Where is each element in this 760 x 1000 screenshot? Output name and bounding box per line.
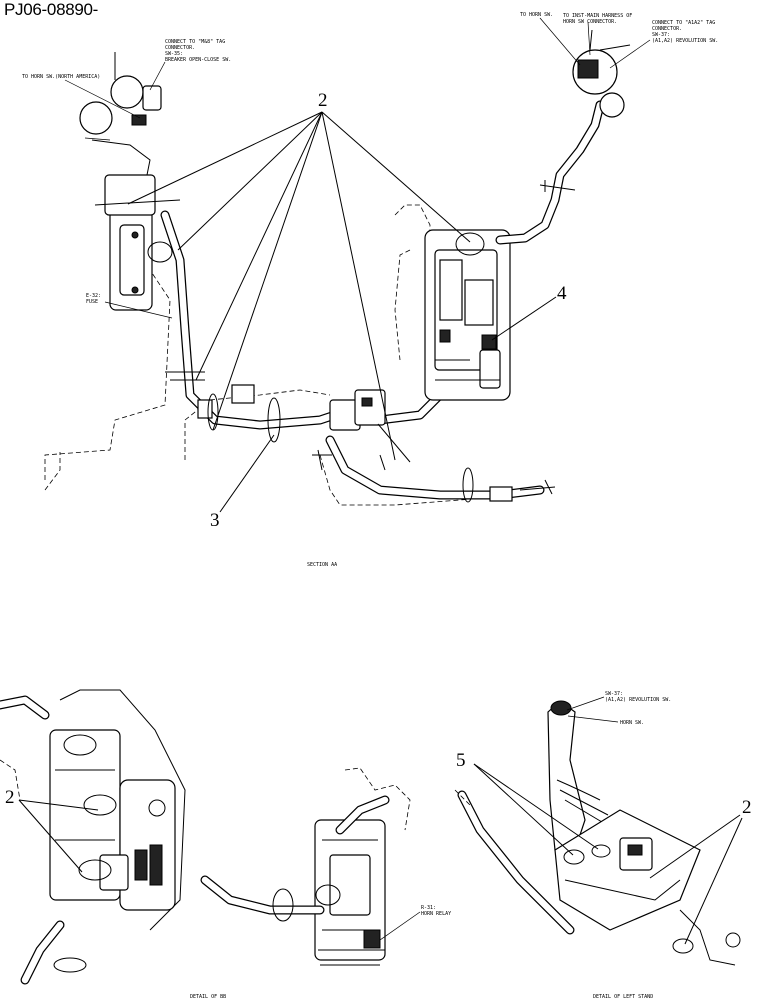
callout-2-main: 2 [318, 90, 328, 111]
callout-2-left-stand: 2 [742, 797, 752, 818]
note-left-horn-sw: HORN SW. [620, 720, 644, 726]
note-a1a2-line-1: CONNECT TO "A1A2" TAG [652, 20, 715, 26]
callout-5: 5 [456, 750, 466, 771]
left-switch-assembly [79, 52, 162, 186]
caption-detail-bb: DETAIL OF BB [190, 994, 226, 1000]
note-m8-line-3: SW-35: [165, 51, 183, 57]
note-fuse-line-1: E-32: [86, 293, 101, 299]
document-id: PJ06-08890- [4, 0, 99, 19]
right-switch-head [572, 29, 631, 118]
callout-3: 3 [210, 510, 220, 531]
detail-bb: 2 DETAIL OF BB [0, 689, 226, 1000]
note-m8-line-2: CONNECTOR. [165, 45, 195, 51]
detail-relay: R-31: HORN RELAY [200, 767, 451, 966]
note-sw37-line-2: (A1,A2) REVOLUTION SW. [605, 697, 671, 703]
note-horn-sw-north-america: TO HORN SW.(NORTH AMERICA) [22, 74, 100, 80]
note-fuse-line-2: FUSE [86, 299, 98, 305]
fuse-box [94, 174, 181, 311]
note-a1a2-line-4: (A1,A2) REVOLUTION SW. [652, 38, 718, 44]
detail-left-stand: SW-37: (A1,A2) REVOLUTION SW. HORN SW. 5… [454, 691, 752, 1000]
note-relay-line-2: HORN RELAY [421, 911, 451, 917]
callout-4: 4 [557, 283, 567, 304]
caption-section-aa: SECTION AA [307, 562, 337, 568]
note-relay-line-1: R-31: [421, 905, 436, 911]
right-control-block [424, 229, 511, 401]
note-a1a2-line-3: SW-37: [652, 32, 670, 38]
note-a1a2-line-2: CONNECTOR. [652, 26, 682, 32]
callout-2-detail-bb: 2 [5, 787, 15, 808]
note-inst-main-line-2: HORN SW CONNECTOR. [563, 19, 617, 25]
center-connectors [312, 389, 386, 471]
note-m8-line-1: CONNECT TO "M&8" TAG [165, 39, 225, 45]
main-view: TO HORN SW.(NORTH AMERICA) CONNECT TO "M… [22, 12, 718, 568]
note-horn-sw: TO HORN SW. [520, 12, 553, 18]
note-inst-main-line-1: TO INST-MAIN HARNESS OF [563, 13, 632, 19]
note-m8-line-4: BREAKER OPEN-CLOSE SW. [165, 57, 231, 63]
note-sw37-line-1: SW-37: [605, 691, 623, 697]
caption-detail-left-stand: DETAIL OF LEFT STAND [593, 994, 653, 1000]
